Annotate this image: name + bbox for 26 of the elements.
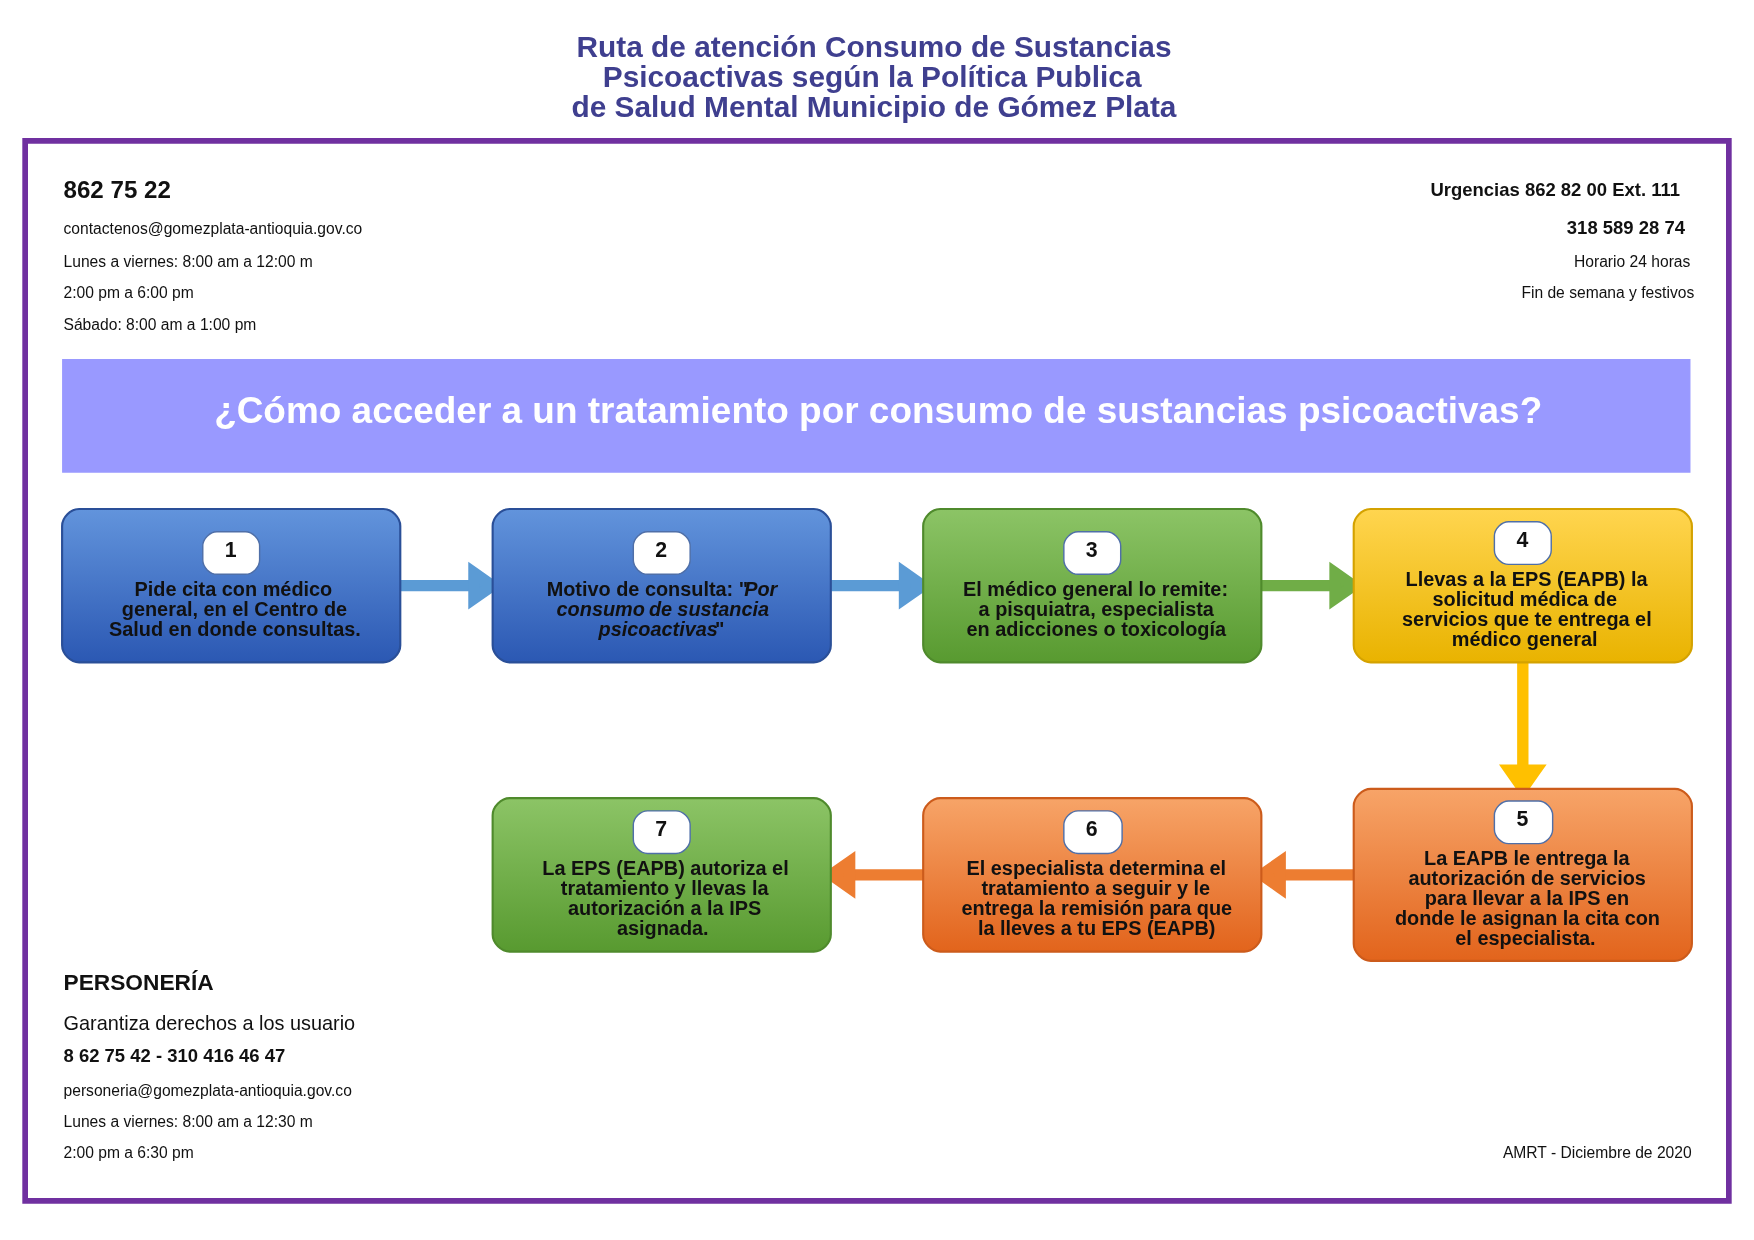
node-box: 2 Motivo de consulta: "Por consumo de sustancia psicoactivas" — [491, 507, 832, 663]
label: PERSONERÍA — [63, 968, 214, 995]
label: 862 75 22 — [63, 175, 171, 203]
node-box: 1 Pide cita con médico general, en el Centro de Salud en donde consultas. — [61, 507, 402, 663]
label: Lunes a viernes: 8:00 am a 12:30 m — [63, 1112, 313, 1130]
label: Horario 24 horas — [1573, 252, 1691, 270]
node-box: 7 La EPS (EAPB) autoriza el tratamiento y llevas la autorización a la IPS asignada. — [491, 796, 832, 953]
cluster — [22, 137, 1732, 1204]
node-box: 3 El médico general lo remite: a pisquiatra, especialista en adicciones o toxicología — [922, 507, 1263, 663]
label: personeria@gomezplata-antioquia.gov.co — [63, 1081, 352, 1099]
label: Garantiza derechos a los usuario — [63, 1011, 356, 1034]
diagram-title: Ruta de atención Consumo de Sustancias Psicoactivas según la Política Publica de Salud Mental Municipio de Gómez Plata — [571, 29, 1177, 122]
node-box: 5 La EAPB le entrega la autorización de servicios para llevar a la IPS en donde le asignan la cita con el especialista. — [1352, 787, 1693, 962]
label: Sábado: 8:00 am a 1:00 pm — [63, 315, 257, 333]
label: Fin de semana y festivos — [1521, 283, 1695, 301]
node-box: 4 Llevas a la EPS (EAPB) la solicitud médica de servicios que te entrega el médico general — [1352, 507, 1693, 663]
node-box: ¿Cómo acceder a un tratamiento por consumo de sustancias psicoactivas? — [62, 358, 1691, 473]
label: 2:00 pm a 6:30 pm — [63, 1143, 194, 1161]
label: 8 62 75 42 - 310 416 46 47 — [63, 1044, 286, 1066]
label: contactenos@gomezplata-antioquia.gov.co — [63, 219, 363, 237]
label: 2:00 pm a 6:00 pm — [63, 283, 194, 301]
label: AMRT - Diciembre de 2020 — [1502, 1143, 1692, 1161]
node-box: 6 El especialista determina el tratamiento a seguir y le entrega la remisión para que la lleves a tu EPS (EAPB) — [922, 796, 1263, 953]
label: Lunes a viernes: 8:00 am a 12:00 m — [63, 252, 313, 270]
label: 318 589 28 74 — [1566, 216, 1685, 238]
label: Urgencias 862 82 00 Ext. 111 — [1430, 178, 1680, 200]
